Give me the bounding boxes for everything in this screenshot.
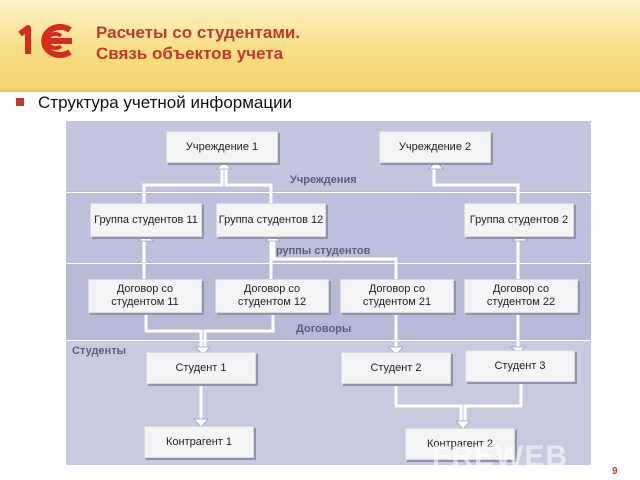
- structure-diagram: Учреждения Группы студентов Договоры Сту…: [66, 121, 591, 465]
- bullet-marker: [16, 98, 24, 106]
- node-contract-22: Договор со студентом 22: [464, 279, 578, 313]
- band-label-institutions: Учреждения: [290, 174, 357, 186]
- node-student-3: Студент 3: [465, 350, 575, 382]
- arrowhead-group12: [265, 232, 281, 242]
- arrowhead-inst2: [428, 160, 444, 170]
- arrowhead-contractor2: [455, 420, 471, 430]
- 1c-logo-icon: [18, 24, 72, 58]
- watermark: FREWEB: [432, 440, 568, 473]
- header-divider: [0, 90, 640, 92]
- node-contract-21: Договор со студентом 21: [340, 279, 454, 313]
- node-contract-12: Договор со студентом 12: [215, 279, 329, 313]
- slide-title-line-1: Расчеты со студентами.: [96, 23, 301, 42]
- slide-subtitle: Структура учетной информации: [38, 93, 293, 112]
- node-institution-1: Учреждение 1: [166, 131, 278, 163]
- relation-arrows: [138, 160, 528, 430]
- arrow-group2-to-inst2: [432, 169, 520, 203]
- node-contract-11: Договор со студентом 11: [88, 279, 202, 313]
- arrowhead-student1: [195, 346, 211, 356]
- arrow-student3-to-contractor2: [463, 381, 523, 421]
- arrowhead-inst1: [216, 160, 232, 170]
- node-contractor-2: Контрагент 2: [405, 428, 515, 460]
- arrow-group12-to-inst1: [224, 169, 273, 203]
- band-label-groups: Группы студентов: [270, 245, 371, 257]
- slide-title-line-2: Связь объектов учета: [96, 44, 284, 63]
- node-contractor-1: Контрагент 1: [144, 426, 254, 458]
- arrowhead-group11: [138, 232, 154, 242]
- arrow-contract21-to-group12: [272, 241, 398, 281]
- node-group-11: Группа студентов 11: [90, 203, 202, 237]
- arrow-student2-to-contractor2: [394, 383, 463, 421]
- arrow-contract12-to-student1: [203, 311, 275, 347]
- node-institution-2: Учреждение 2: [379, 131, 491, 163]
- node-group-12: Группа студентов 12: [216, 203, 326, 237]
- node-student-1: Студент 1: [146, 352, 256, 384]
- slide-header: [0, 0, 640, 90]
- band-label-students: Студенты: [72, 345, 126, 357]
- node-student-2: Студент 2: [341, 352, 451, 384]
- band-label-contracts: Договоры: [296, 323, 352, 335]
- arrowhead-group2: [512, 232, 528, 242]
- arrowhead-contractor1: [193, 418, 209, 428]
- slide-title: Расчеты со студентами. Связь объектов уч…: [96, 22, 300, 64]
- page-number: 9: [612, 466, 618, 477]
- arrow-group11-to-inst1: [142, 169, 224, 203]
- node-group-2: Группа студентов 2: [464, 203, 574, 237]
- band-institutions: [66, 121, 591, 191]
- arrow-contract11-to-student1: [144, 311, 203, 347]
- arrowhead-student2: [388, 346, 404, 356]
